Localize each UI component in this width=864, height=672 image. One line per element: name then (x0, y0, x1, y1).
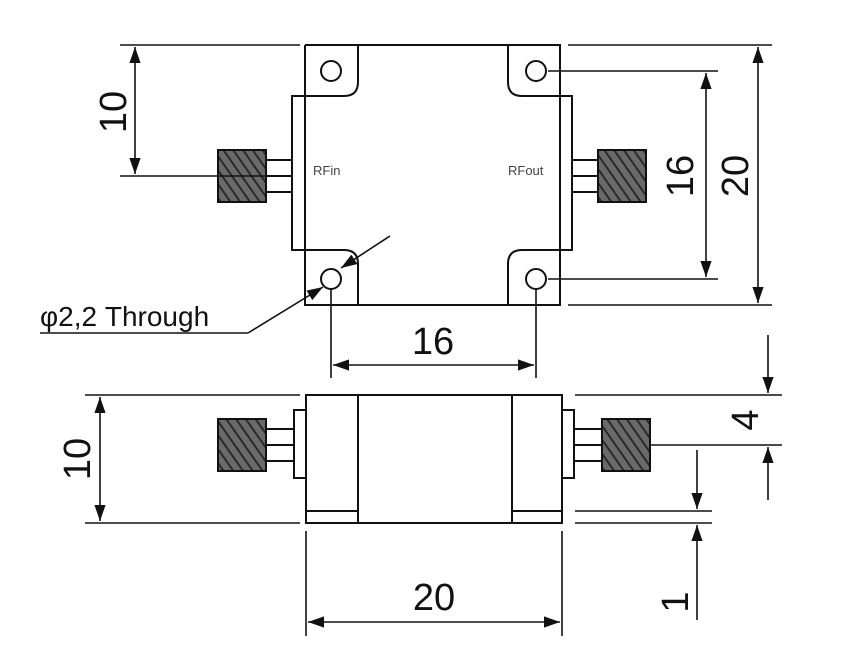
dim-overall-height (568, 44, 772, 306)
dim-hole-spacing-horizontal (330, 289, 537, 378)
dim-connector-offset (575, 335, 782, 500)
dim-hole-spacing-vertical (548, 70, 718, 280)
dim-overall-width-value: 20 (413, 577, 455, 619)
rf-in-connector-side (217, 418, 295, 472)
rf-out-connector-side (573, 418, 651, 472)
rf-out-label: RFout (508, 163, 544, 178)
dim-side-height (85, 394, 300, 524)
dim-side-height-value: 10 (57, 438, 99, 480)
dim-base-thickness (575, 450, 712, 620)
dim-top-left-10 (120, 44, 300, 177)
mounting-hole-bottom-right (525, 268, 547, 290)
side-view (293, 394, 575, 524)
dim-base-thickness-value: 1 (655, 591, 697, 612)
dim-top-left-value: 10 (93, 91, 135, 133)
mounting-hole-bottom-left (320, 268, 342, 290)
dim-overall-width (305, 531, 563, 636)
rf-in-label: RFin (313, 163, 340, 178)
dim-hole-spacing-horizontal-value: 16 (412, 321, 454, 363)
mounting-hole-top-left (320, 60, 342, 82)
mounting-hole-top-right (525, 60, 547, 82)
rf-out-connector-top (571, 149, 647, 203)
dim-hole-spacing-vertical-value: 16 (660, 155, 702, 197)
side-view-body (305, 394, 563, 524)
hole-callout-leader (40, 235, 391, 334)
dim-connector-offset-value: 4 (725, 409, 767, 430)
hole-callout-text: φ2,2 Through (40, 301, 209, 332)
dim-overall-height-value: 20 (715, 155, 757, 197)
